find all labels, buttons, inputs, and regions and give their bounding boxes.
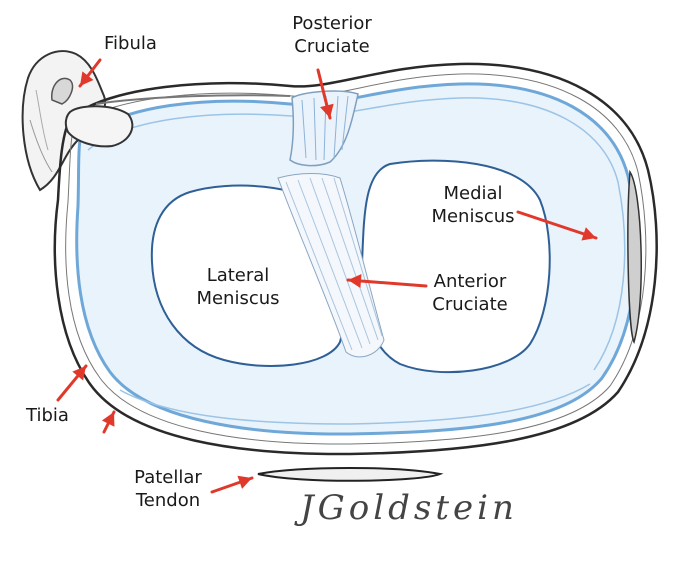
- medial-meniscus-arrow: [516, 210, 598, 241]
- tibia-arrow-lower: [101, 410, 116, 434]
- posterior-cruciate-arrow: [316, 68, 334, 120]
- fibula-arrow: [78, 58, 102, 88]
- posterior-cruciate-ligament: [289, 90, 359, 167]
- tibia-label: Tibia: [26, 405, 69, 426]
- signature: JGoldstein: [300, 488, 518, 528]
- patellar-tendon-shape: [257, 467, 444, 482]
- fibula-shape: [21, 50, 107, 192]
- fibular-joint: [64, 94, 291, 148]
- anterior-cruciate-arrow: [346, 274, 428, 288]
- fibula-label: Fibula: [104, 33, 157, 54]
- patellar-tendon-label: Patellar Tendon: [134, 467, 202, 511]
- posterior-cruciate-label: Posterior Cruciate: [292, 13, 372, 57]
- medial-meniscus-label: Medial Meniscus: [431, 183, 515, 227]
- pointer-arrows: [56, 58, 598, 494]
- medial-collateral-edge: [627, 169, 642, 345]
- lateral-meniscus-label: Lateral Meniscus: [196, 265, 280, 309]
- anterior-cruciate-label: Anterior Cruciate: [432, 271, 508, 315]
- anterior-cruciate-ligament: [277, 173, 385, 358]
- tibia-arrow-upper: [56, 364, 88, 402]
- patellar-tendon-arrow: [210, 475, 254, 494]
